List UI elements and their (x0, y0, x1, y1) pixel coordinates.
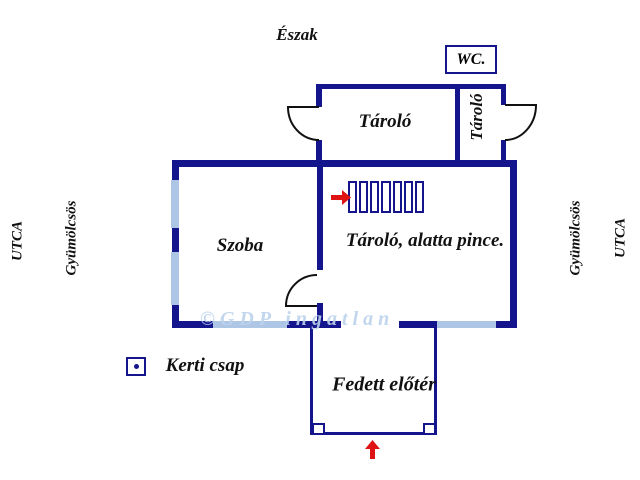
annex-left-wall-lower (316, 140, 322, 162)
orchard-label-right: Gyümölcsös (567, 200, 584, 276)
window-segment (171, 252, 179, 305)
stair-tread (359, 181, 369, 213)
porch-door-opening (341, 320, 399, 329)
stair-tread (403, 181, 413, 213)
stair-tread (370, 181, 380, 213)
door-arc (504, 104, 538, 141)
stair-tread (348, 181, 358, 213)
partition-wall-upper (317, 167, 323, 270)
living-room-label: Szoba (216, 235, 264, 256)
upper-storage-label: Tároló (358, 111, 412, 132)
stair-tread (381, 181, 391, 213)
annex-divider-wall (455, 84, 460, 160)
stair-tread (392, 181, 402, 213)
porch-label: Fedett előtér (332, 373, 436, 396)
wc-label: WC. (456, 50, 486, 68)
annex-right-wall-lower (501, 140, 506, 162)
tap-dot (133, 364, 139, 369)
north-label: Észak (276, 25, 318, 44)
stair-tread (414, 181, 424, 213)
porch-post (312, 423, 325, 435)
annex-top-wall (316, 84, 506, 89)
annex-left-wall-upper (316, 84, 322, 107)
wc-room-box: WC. (445, 45, 497, 74)
street-label-right: UTCA (612, 217, 629, 259)
orchard-label-left: Gyümölcsös (63, 200, 80, 276)
window-segment (213, 321, 287, 328)
partition-wall-lower (317, 303, 323, 321)
window-segment (171, 180, 179, 228)
covered-porch (310, 328, 437, 435)
main-top-wall (172, 160, 517, 167)
main-storage-label: Tároló, alatta pince. (345, 230, 505, 251)
porch-post (423, 423, 436, 435)
gate-entrance-arrow-icon (365, 440, 380, 459)
window-segment (437, 321, 496, 328)
door-arc (284, 274, 318, 307)
main-right-wall (510, 160, 517, 328)
main-left-wall (172, 160, 179, 328)
stairs (348, 181, 424, 213)
annex-right-wall-upper (501, 84, 506, 105)
garden-tap-icon (126, 357, 146, 376)
street-label-left: UTCA (9, 220, 26, 262)
watermark: ©GDP ingatlan (200, 308, 395, 330)
side-storage-label: Tároló (467, 93, 486, 141)
door-arc (286, 106, 320, 141)
garden-tap-label: Kerti csap (165, 355, 245, 376)
